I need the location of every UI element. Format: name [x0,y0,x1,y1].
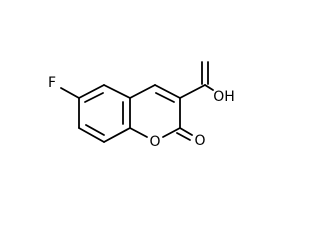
bond-c2-o1 [162,127,181,138]
bond-c2-o-double-2 [176,132,191,141]
bond-c4-c3-inner [155,92,175,103]
bond-c8-c9 [78,127,105,143]
bond-o1-c10 [129,127,148,138]
bond-c5-c6 [103,84,131,99]
atom-fluorine: F [48,75,56,91]
atom-hydroxyl: OH [213,89,235,105]
bond-c4-c3 [154,84,181,99]
bond-c9-c10 [103,127,131,143]
atom-ring-oxygen: O [149,134,160,150]
bond-cooh-oh [204,84,214,91]
bond-c3-cooh [179,84,206,99]
atom-carbonyl-oxygen: O [194,133,205,149]
bond-c2-o-double-1 [179,127,193,136]
bond-c6-c7-inner [84,92,104,103]
bond-c6-c7 [78,84,105,99]
bond-c5-c4 [129,84,156,99]
bond-c7-f [60,87,80,99]
bond-c8-c9-inner [85,124,105,136]
structure-diagram: F O O OH [48,61,235,150]
